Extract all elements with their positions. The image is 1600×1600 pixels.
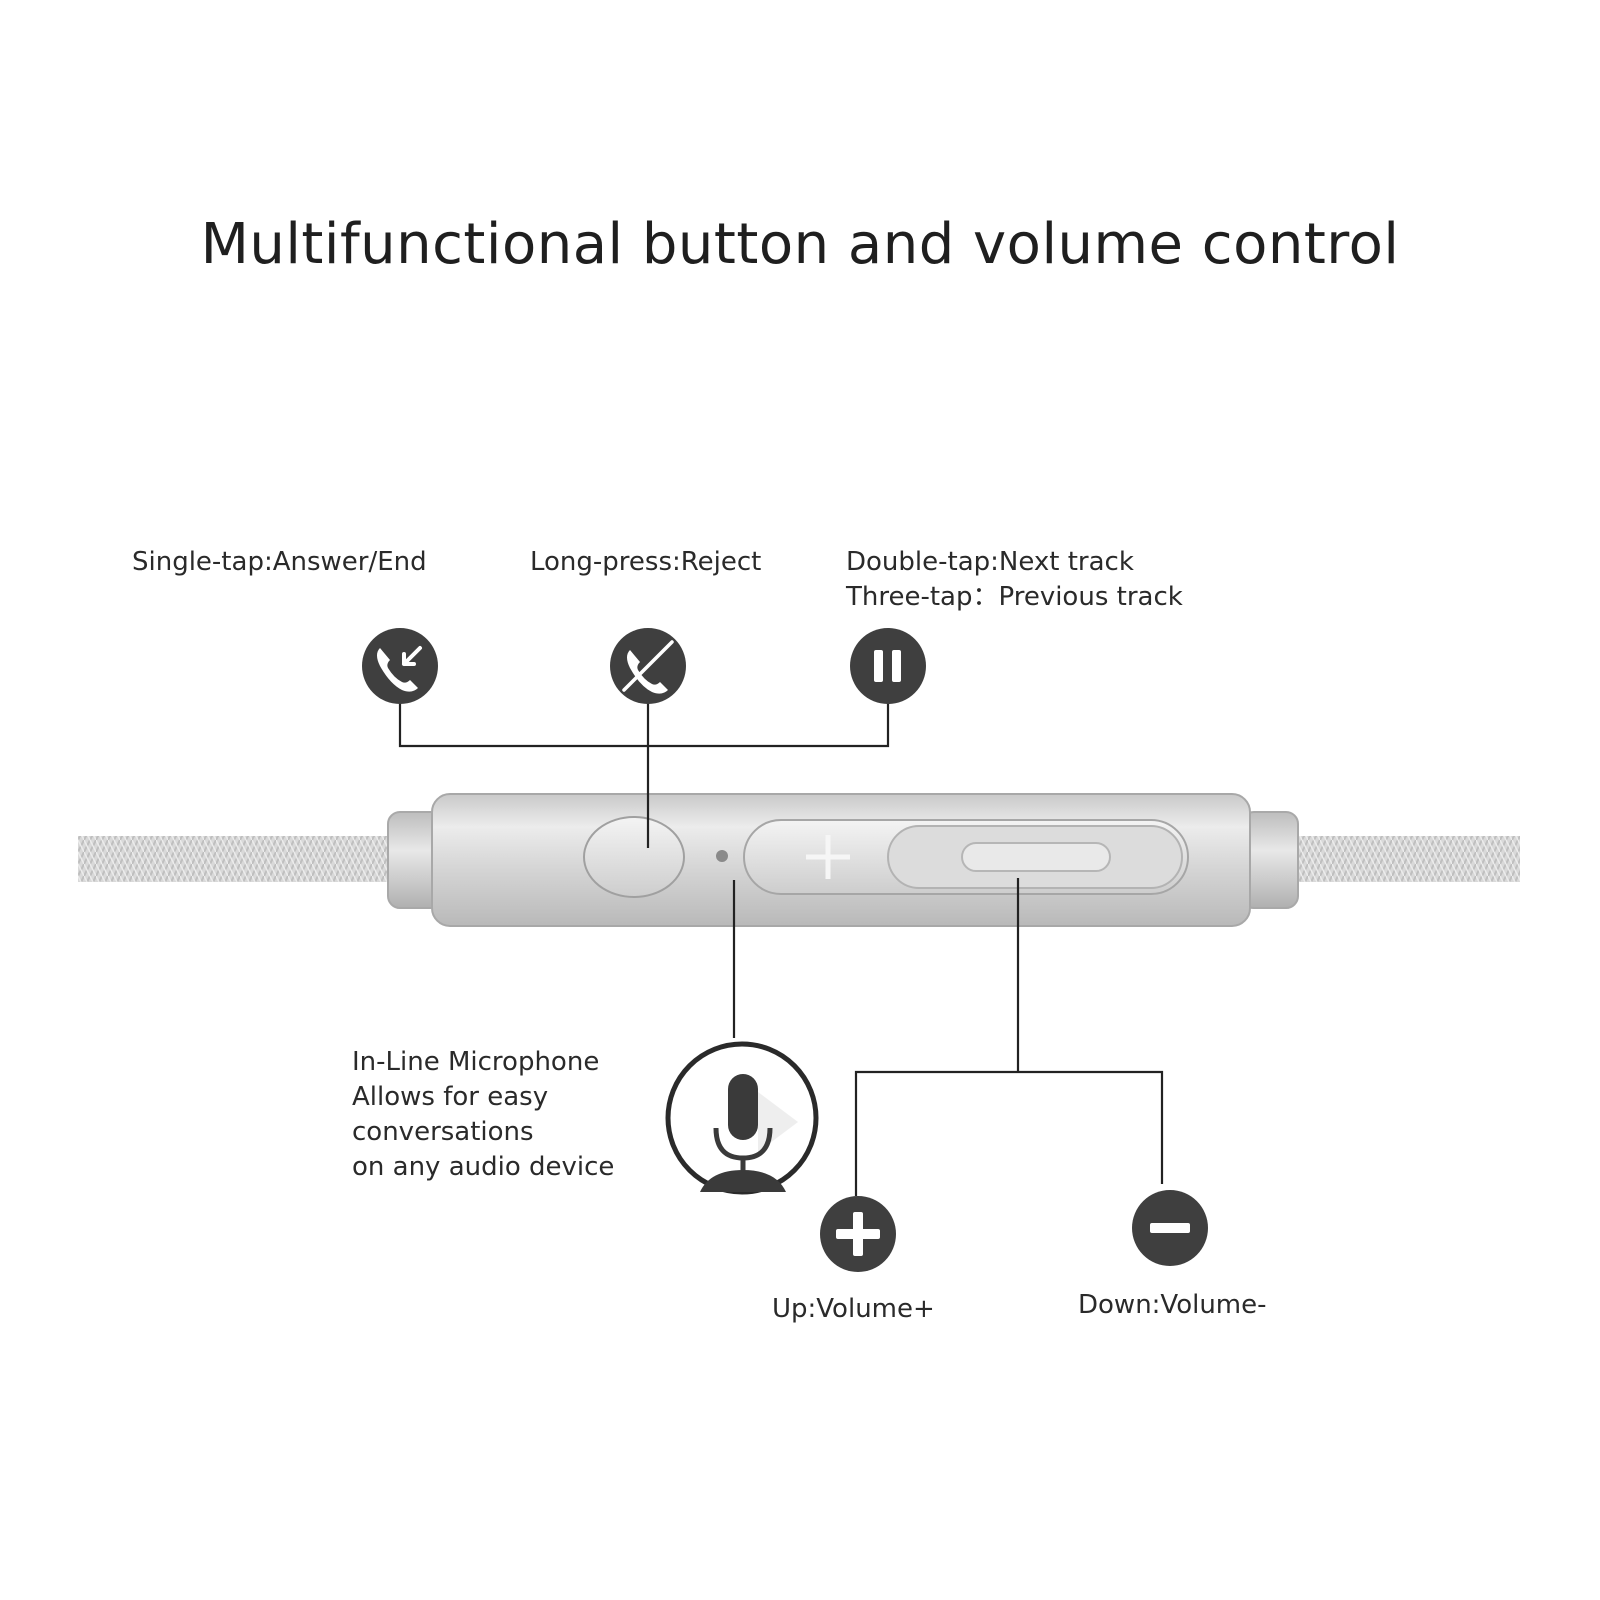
page-title: Multifunctional button and volume contro… <box>200 212 1400 277</box>
microphone-icon <box>665 1041 819 1195</box>
minus-icon <box>1132 1190 1208 1266</box>
three-tap-text: Three-tap：Previous track <box>846 582 1183 612</box>
long-press-text: Long-press:Reject <box>530 547 762 577</box>
multifunction-button[interactable] <box>583 816 685 898</box>
plus-icon <box>820 1196 896 1272</box>
double-tap-text: Double-tap:Next track <box>846 547 1134 577</box>
mic-text-line4: on any audio device <box>352 1152 615 1182</box>
volume-rocker-slot <box>961 842 1111 872</box>
pause-icon <box>850 628 926 704</box>
phone-answer-icon <box>362 628 438 704</box>
label-microphone: In-Line Microphone Allows for easy conve… <box>352 1045 614 1185</box>
single-tap-text: Single-tap:Answer/End <box>132 547 427 577</box>
label-volume-down: Down:Volume- <box>1078 1288 1267 1323</box>
connector-lines <box>398 690 1164 1196</box>
mic-text-line3: conversations <box>352 1117 534 1147</box>
label-single-tap: Single-tap:Answer/End <box>132 545 427 580</box>
rocker-plus-glyph <box>806 835 850 879</box>
label-volume-up: Up:Volume+ <box>772 1292 935 1327</box>
cable-right <box>1290 836 1520 882</box>
mic-hole <box>716 850 728 862</box>
cable-left <box>78 836 398 882</box>
label-track-controls: Double-tap:Next track Three-tap：Previous… <box>846 545 1183 615</box>
volume-down-text: Down:Volume- <box>1078 1290 1267 1320</box>
label-long-press: Long-press:Reject <box>530 545 761 580</box>
volume-up-text: Up:Volume+ <box>772 1294 935 1324</box>
mic-text-line1: In-Line Microphone <box>352 1047 600 1077</box>
mic-text-line2: Allows for easy <box>352 1082 549 1112</box>
phone-reject-icon <box>610 628 686 704</box>
